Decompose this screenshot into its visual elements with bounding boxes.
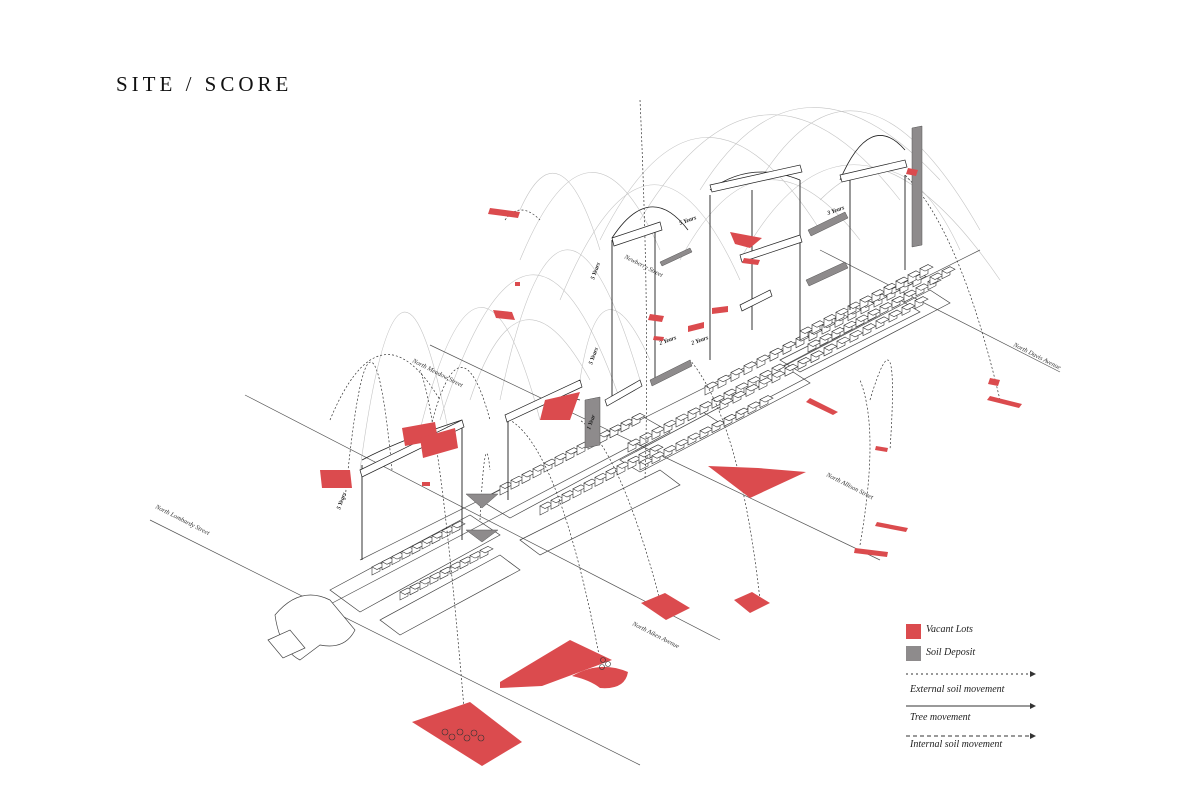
house-roof [649,444,664,452]
site-remnants [267,594,356,661]
soil-deposits [465,125,923,543]
legend-label-external-soil: External soil movement [910,684,1005,695]
street-label-north-allison: North Allison Street [824,471,874,501]
street-label-north-davis: North Davis Avenue [1011,341,1062,371]
building-rows [371,264,956,601]
duration-label: 5 Years [588,346,600,365]
house-roof [631,413,646,421]
drawing-title: SITE / SCORE [116,72,293,96]
house-roof [919,264,934,272]
house-roof [759,395,774,403]
duration-label: 2 Years [690,335,710,347]
house-roof [771,363,786,371]
soil-arcs [329,99,1001,721]
street-label-north-lombardy: North Lombardy Street [153,503,211,537]
street-label-newberry: Newberry Street [622,253,664,279]
legend-label-tree-movement: Tree movement [910,712,971,723]
legend-label-soil-deposit: Soil Deposit [926,647,976,658]
tree-clusters [441,657,611,742]
soil-deposit-swatch [906,646,921,661]
tree-arcs [361,135,906,461]
legend-label-internal-soil: Internal soil movement [910,739,1003,750]
house-roof [479,546,494,554]
vacant-lots [320,168,1022,766]
house-roof [914,296,929,304]
street-label-north-meadow: North Meadow Street [410,357,464,389]
house-roof [941,266,956,274]
duration-label: 5 Years [336,491,348,510]
vacant-lot-swatch [906,624,921,639]
duration-label: 1 Year [586,414,597,431]
legend-label-vacant-lots: Vacant Lots [926,624,973,635]
duration-label: 5 Years [590,261,602,280]
street-label-north-aiken: North Aiken Avenue [630,620,680,650]
street-labels: North Lombardy Street North Aiken Avenue… [153,253,1062,650]
duration-label: 5 Years [679,215,698,227]
